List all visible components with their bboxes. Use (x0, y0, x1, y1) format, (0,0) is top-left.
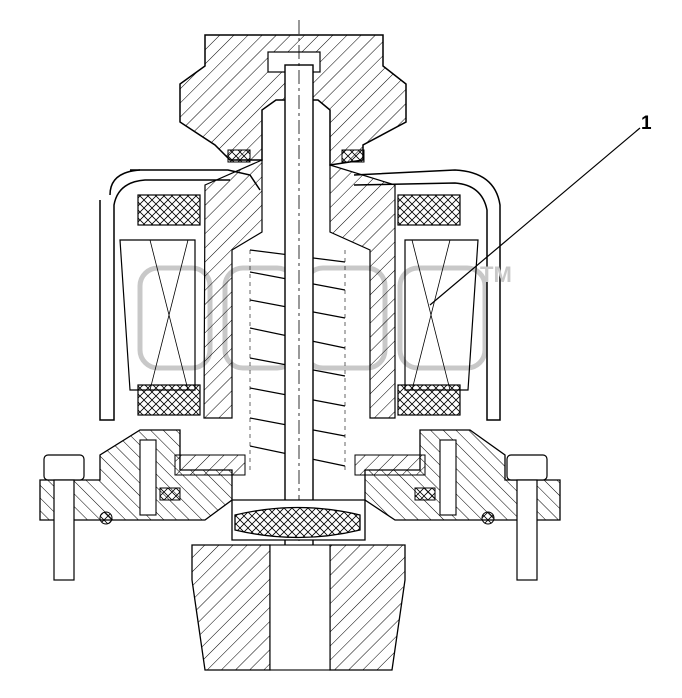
bolt-left (43, 454, 85, 581)
core-body (203, 159, 396, 419)
callout-label: 1 (641, 113, 652, 134)
coil-left (119, 194, 201, 416)
callout-leader-line (429, 127, 641, 306)
valve-seat (231, 499, 366, 541)
screw-right (439, 439, 457, 516)
coil-right (397, 194, 479, 416)
bolt-right (506, 454, 548, 581)
screw-left (139, 439, 157, 516)
lower-body (191, 544, 406, 671)
watermark-mark: TM (480, 262, 512, 287)
o-rings (99, 149, 495, 525)
